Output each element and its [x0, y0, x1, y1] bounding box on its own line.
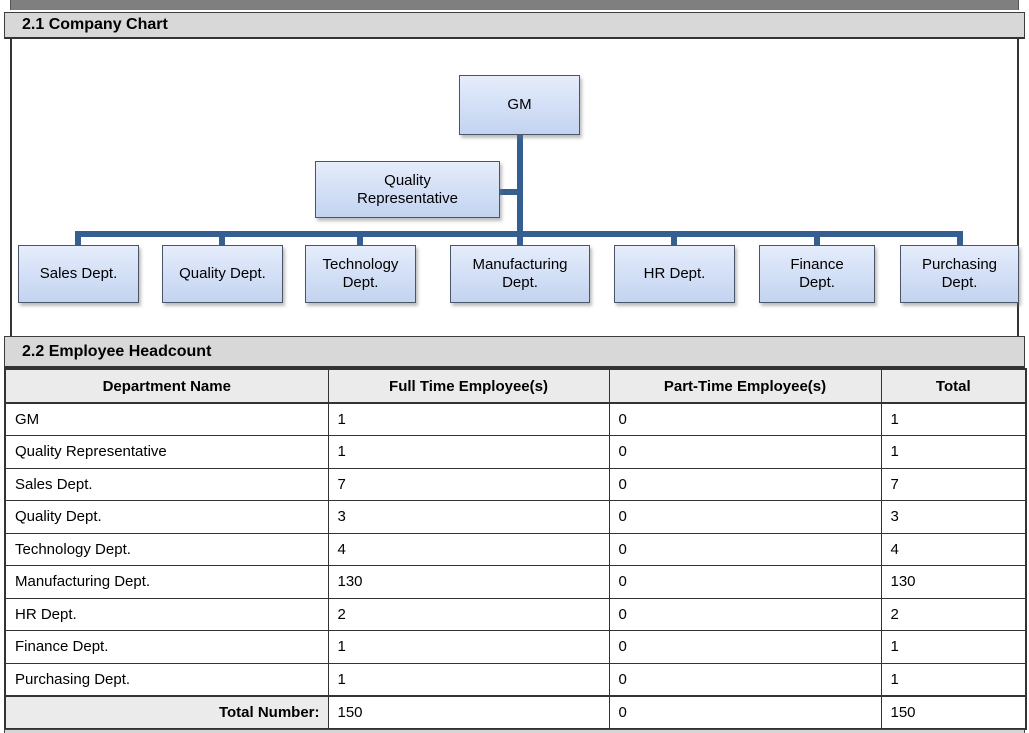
cell-total: 2 [880, 597, 1027, 631]
org-chart-area: GM Quality Representative Sales Dept. Qu… [10, 39, 1019, 336]
cell-total: 130 [880, 565, 1027, 599]
section-title: 2.2 Employee Headcount [22, 342, 212, 360]
connector-drop [517, 231, 523, 247]
header-part-time-employees: Part-Time Employee(s) [608, 368, 882, 404]
org-node-label: Manufacturing Dept. [472, 256, 568, 291]
connector-drop [957, 231, 963, 247]
table-row: Finance Dept. 1 0 1 [4, 630, 1027, 664]
cell-full-time: 1 [327, 630, 610, 664]
section-title: 2.1 Company Chart [22, 16, 168, 33]
table-row: Purchasing Dept. 1 0 1 [4, 662, 1027, 696]
cell-total: 3 [880, 500, 1027, 534]
cell-total: 4 [880, 532, 1027, 566]
cell-part-time: 0 [608, 565, 882, 599]
cell-department: Manufacturing Dept. [4, 565, 329, 599]
org-node-label: Quality Representative [357, 171, 458, 207]
section-header-company-chart: 2.1 Company Chart [4, 12, 1025, 39]
cell-total-part-time: 0 [608, 694, 882, 730]
connector-staff [498, 189, 520, 195]
document-page: 2.1 Company Chart GM Quality Representat… [4, 0, 1027, 733]
org-node-quality-representative: Quality Representative [315, 161, 500, 218]
headcount-table: Department Name Full Time Employee(s) Pa… [4, 368, 1027, 730]
table-header-row: Department Name Full Time Employee(s) Pa… [4, 368, 1027, 404]
header-total: Total [880, 368, 1027, 404]
cell-part-time: 0 [608, 597, 882, 631]
org-node-purchasing-dept: Purchasing Dept. [900, 245, 1019, 303]
cell-department: HR Dept. [4, 597, 329, 631]
cell-full-time: 130 [327, 565, 610, 599]
cell-total: 1 [880, 662, 1027, 696]
table-row: Quality Dept. 3 0 3 [4, 500, 1027, 534]
table-row: HR Dept. 2 0 2 [4, 597, 1027, 631]
cell-part-time: 0 [608, 467, 882, 501]
cell-full-time: 1 [327, 435, 610, 469]
cell-department: Quality Dept. [4, 500, 329, 534]
total-number-label: Total Number: [4, 694, 329, 730]
table-row: Technology Dept. 4 0 4 [4, 532, 1027, 566]
org-node-quality-dept: Quality Dept. [162, 245, 283, 303]
cell-department: GM [4, 402, 329, 436]
org-node-label: Purchasing Dept. [921, 256, 998, 291]
cell-part-time: 0 [608, 435, 882, 469]
connector-drop [75, 231, 81, 247]
org-node-gm: GM [459, 75, 580, 135]
cell-part-time: 0 [608, 500, 882, 534]
org-node-label: Sales Dept. [39, 265, 118, 282]
cell-department: Purchasing Dept. [4, 662, 329, 696]
cell-part-time: 0 [608, 662, 882, 696]
connector-drop [814, 231, 820, 247]
connector-drop [671, 231, 677, 247]
cell-full-time: 7 [327, 467, 610, 501]
cell-department: Technology Dept. [4, 532, 329, 566]
org-node-hr-dept: HR Dept. [614, 245, 735, 303]
cell-department: Finance Dept. [4, 630, 329, 664]
table-row: Manufacturing Dept. 130 0 130 [4, 565, 1027, 599]
cell-total-full-time: 150 [327, 694, 610, 730]
connector-drop [357, 231, 363, 247]
org-node-manufacturing-dept: Manufacturing Dept. [450, 245, 590, 303]
org-node-label: HR Dept. [643, 265, 706, 282]
cell-total: 1 [880, 402, 1027, 436]
section-header-employee-headcount: 2.2 Employee Headcount [4, 336, 1025, 368]
cell-department: Sales Dept. [4, 467, 329, 501]
org-node-finance-dept: Finance Dept. [759, 245, 875, 303]
cell-part-time: 0 [608, 630, 882, 664]
cell-full-time: 1 [327, 662, 610, 696]
cell-department: Quality Representative [4, 435, 329, 469]
cell-full-time: 1 [327, 402, 610, 436]
header-department-name: Department Name [4, 368, 329, 404]
connector-drop [219, 231, 225, 247]
org-node-technology-dept: Technology Dept. [305, 245, 416, 303]
table-row: Quality Representative 1 0 1 [4, 435, 1027, 469]
cell-grand-total: 150 [880, 694, 1027, 730]
previous-section-divider [10, 0, 1019, 10]
cell-total: 7 [880, 467, 1027, 501]
cell-part-time: 0 [608, 402, 882, 436]
cell-total: 1 [880, 630, 1027, 664]
cell-part-time: 0 [608, 532, 882, 566]
org-node-label: Finance Dept. [790, 256, 844, 291]
table-row: GM 1 0 1 [4, 402, 1027, 436]
org-node-label: Quality Dept. [179, 265, 266, 282]
cell-full-time: 2 [327, 597, 610, 631]
connector-trunk [517, 135, 523, 237]
org-node-label: GM [507, 96, 532, 113]
cell-full-time: 3 [327, 500, 610, 534]
org-node-sales-dept: Sales Dept. [18, 245, 139, 303]
next-section-divider [4, 729, 1025, 733]
header-full-time-employees: Full Time Employee(s) [327, 368, 610, 404]
cell-total: 1 [880, 435, 1027, 469]
cell-full-time: 4 [327, 532, 610, 566]
table-total-row: Total Number: 150 0 150 [4, 694, 1027, 730]
org-node-label: Technology Dept. [322, 256, 399, 291]
table-row: Sales Dept. 7 0 7 [4, 467, 1027, 501]
